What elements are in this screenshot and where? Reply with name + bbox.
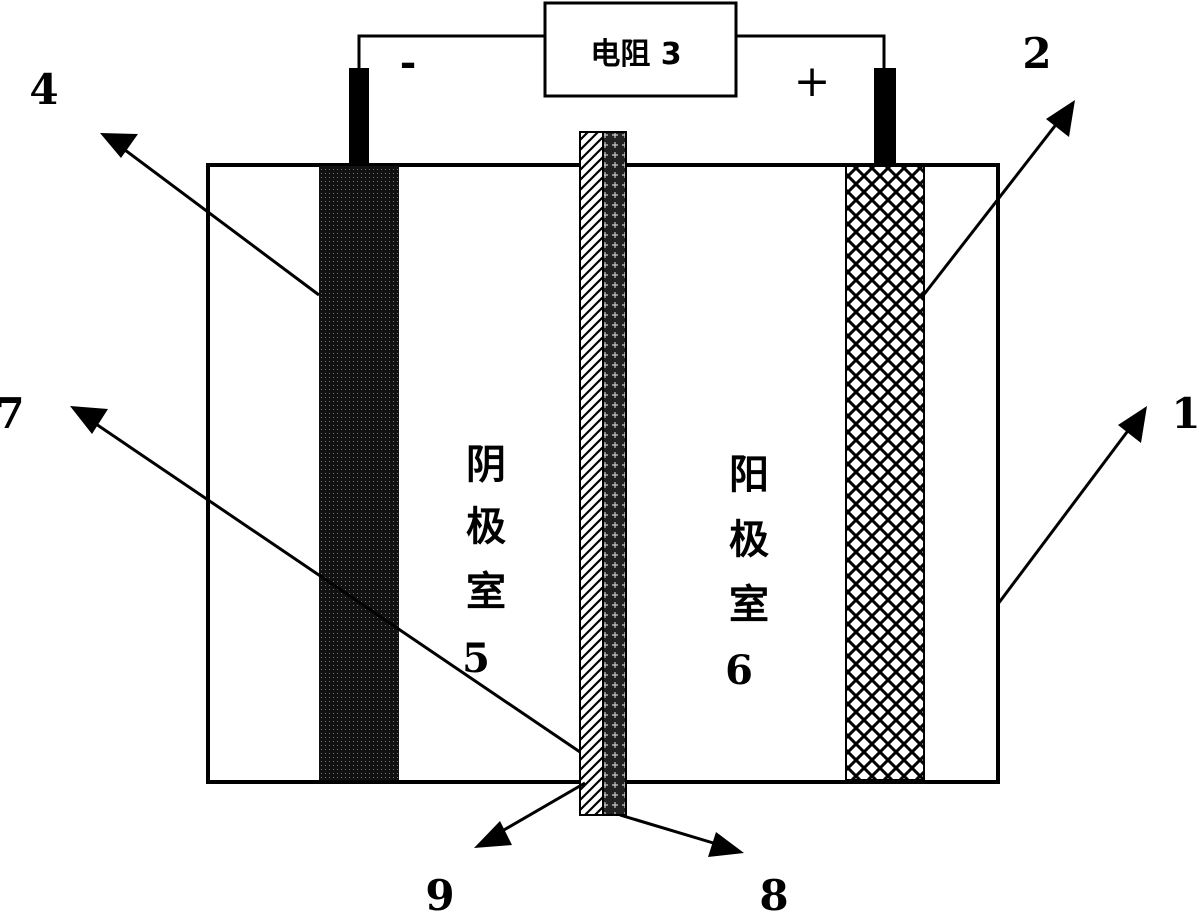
- arrowhead-8: [708, 832, 744, 857]
- anode-chamber-number: 6: [725, 647, 753, 694]
- callout-number-2: 2: [1022, 29, 1051, 78]
- callout-number-8: 8: [759, 871, 788, 915]
- anode-electrode: [845, 165, 925, 781]
- resistor-box: [543, 1, 738, 98]
- cathode-electrode: [319, 166, 399, 780]
- membrane-right-layer: [602, 131, 627, 816]
- arrowhead-4: [100, 133, 138, 158]
- callout-line-1: [996, 427, 1132, 605]
- cathode-chamber-char1: 阴: [466, 442, 506, 488]
- callout-line-2: [920, 121, 1060, 298]
- callout-number-7: 7: [0, 389, 25, 438]
- external-wire: [357, 34, 545, 68]
- anode-chamber-char1: 阳: [729, 452, 769, 498]
- callout-line-8: [619, 813, 721, 847]
- minus-sign: -: [400, 39, 417, 86]
- arrowhead-1: [1118, 406, 1147, 443]
- anode-chamber-char2: 极: [729, 517, 769, 563]
- anode-chamber-char3: 室: [729, 582, 769, 628]
- anode-chamber-label: 阳 极 室 6: [725, 452, 769, 694]
- callout-line-4: [124, 148, 320, 297]
- anode-terminal: [874, 68, 896, 166]
- external-wire-right: [736, 34, 886, 68]
- arrowhead-7: [70, 406, 108, 434]
- membrane-left-layer: [579, 131, 604, 816]
- arrowhead-2: [1046, 100, 1075, 137]
- cathode-chamber-label: 阴 极 室 5: [462, 442, 506, 682]
- callout-number-1: 1: [1171, 389, 1197, 438]
- plus-sign: +: [794, 56, 831, 107]
- callout-line-7: [92, 420, 581, 754]
- cathode-terminal: [349, 68, 369, 166]
- cathode-chamber-char3: 室: [466, 569, 506, 615]
- callout-number-9: 9: [425, 871, 454, 915]
- callout-line-9: [496, 781, 586, 836]
- callout-arrows: [70, 100, 1147, 857]
- cathode-chamber-char2: 极: [466, 504, 506, 550]
- resistor-label: 电阻 3: [590, 37, 681, 72]
- arrowhead-9: [474, 821, 512, 848]
- callout-number-4: 4: [29, 65, 58, 114]
